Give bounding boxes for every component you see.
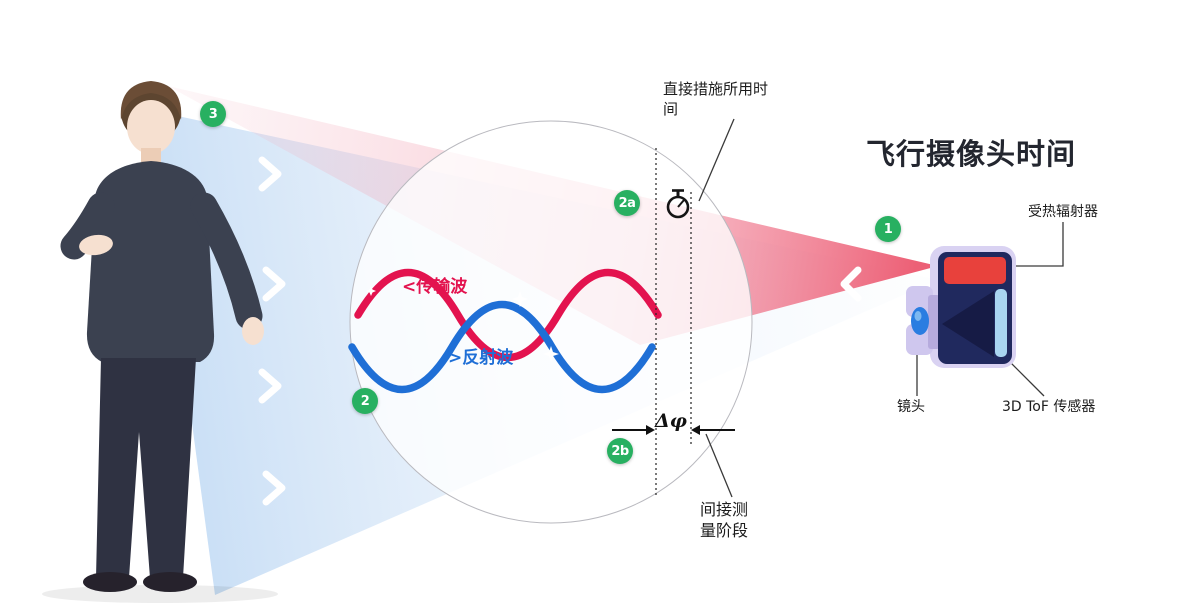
left-shoe bbox=[83, 572, 137, 592]
emitter-label: 受热辐射器 bbox=[1028, 204, 1098, 220]
phase-arrowhead-right bbox=[691, 425, 700, 435]
chevron-right-icon bbox=[262, 470, 286, 506]
emitter bbox=[944, 257, 1006, 284]
right-arm bbox=[190, 192, 263, 330]
badge-2b: 2b bbox=[607, 438, 633, 464]
emitter-connector bbox=[1009, 222, 1064, 267]
chevron-left-icon bbox=[840, 266, 862, 302]
indirect-phase-label: 间接测量阶段 bbox=[700, 500, 749, 540]
phase-arrowhead-left bbox=[646, 425, 655, 435]
lens-cone bbox=[942, 291, 994, 357]
direct-time-label: 直接措施所用时间 bbox=[663, 80, 769, 118]
badge-3: 3 bbox=[200, 101, 226, 127]
badge-1: 1 bbox=[875, 216, 901, 242]
transmitted-wave bbox=[354, 269, 662, 361]
sensor-label: 3D ToF 传感器 bbox=[1002, 399, 1096, 415]
left-arm bbox=[60, 192, 115, 260]
annotation-lines bbox=[698, 118, 1064, 498]
chevron-right-icon bbox=[262, 266, 286, 302]
sparkle-icon bbox=[543, 346, 559, 362]
stopwatch-icon bbox=[666, 189, 690, 219]
pants bbox=[96, 358, 196, 578]
phase-difference-label: Δφ bbox=[655, 410, 687, 432]
page-title: 飞行摄像头时间 bbox=[866, 137, 1077, 171]
reflected-wave-label: >反射波 bbox=[448, 348, 514, 368]
tof-camera-device bbox=[906, 246, 1016, 368]
sparkle-icon bbox=[366, 286, 376, 296]
reflected-wave bbox=[348, 301, 656, 393]
sparkle-icons bbox=[366, 286, 559, 362]
lens-mount bbox=[928, 295, 940, 349]
face bbox=[127, 100, 175, 154]
phase-measurement bbox=[612, 148, 735, 498]
chevron-right-icon bbox=[258, 368, 282, 404]
badge-2a: 2a bbox=[614, 190, 640, 216]
sensor-bar bbox=[995, 289, 1007, 357]
indirect-phase-connector bbox=[705, 433, 733, 498]
neck bbox=[141, 148, 161, 164]
person-illustration bbox=[42, 81, 278, 603]
chevron-right-icon bbox=[258, 156, 282, 192]
sparkle-icon bbox=[512, 291, 528, 307]
right-hand bbox=[242, 317, 264, 345]
right-shoe bbox=[143, 572, 197, 592]
lens-highlight bbox=[914, 311, 922, 321]
hair-front bbox=[120, 81, 182, 120]
lens-module-bottom bbox=[906, 324, 933, 355]
sweater bbox=[86, 161, 215, 362]
transmitted-wave-label: <传输波 bbox=[402, 277, 468, 297]
lens-glass bbox=[911, 307, 929, 335]
lens-label: 镜头 bbox=[897, 399, 925, 415]
left-hand bbox=[79, 234, 113, 256]
lens-module-top bbox=[906, 286, 933, 317]
direct-time-connector bbox=[698, 118, 735, 202]
direction-chevron-icons bbox=[258, 156, 862, 506]
badge-2: 2 bbox=[352, 388, 378, 414]
